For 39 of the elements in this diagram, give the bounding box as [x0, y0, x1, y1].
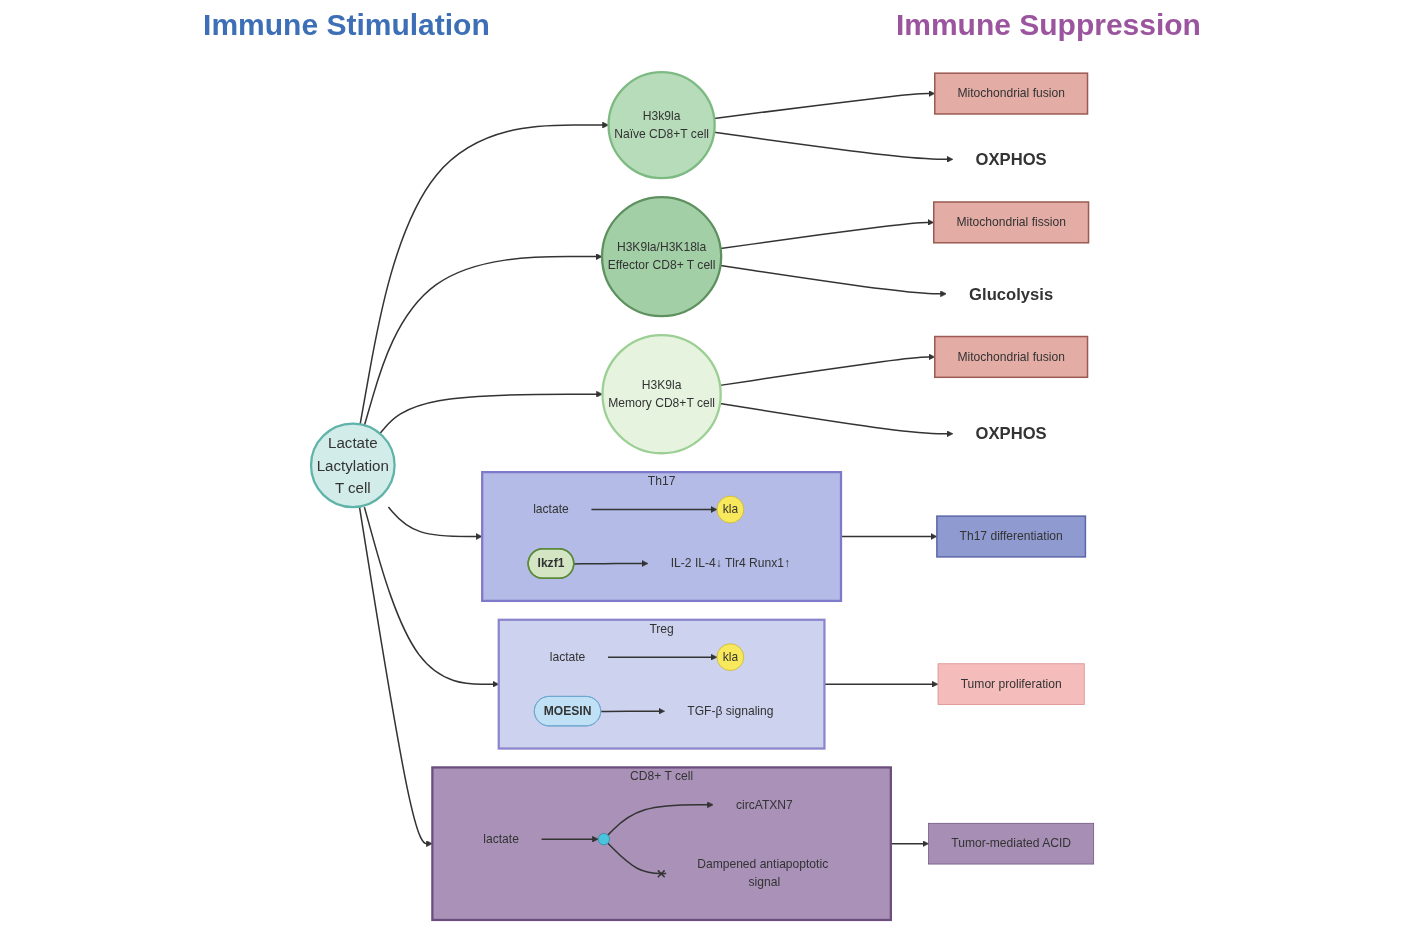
- node-box: Tumor-mediated ACID: [927, 822, 1094, 865]
- node-text: OXPHOS: [975, 424, 1047, 444]
- node-box: Mitochondrial fusion: [933, 72, 1088, 115]
- node-circle: kla: [716, 643, 744, 671]
- arrow: [573, 560, 648, 567]
- arrow: [606, 801, 714, 836]
- node-box: Mitochondrial fusion: [933, 335, 1088, 379]
- arrow: [540, 835, 599, 843]
- node-text: lactate: [549, 650, 585, 664]
- node-circle: H3k9la Naïve CD8+T cell: [607, 70, 716, 180]
- node-text: TGF-β signaling: [686, 704, 774, 718]
- arrow: [378, 390, 603, 435]
- node-text: OXPHOS: [975, 149, 1047, 169]
- node-box: Tumor proliferation: [937, 663, 1085, 705]
- arrow: [713, 131, 953, 163]
- node-text: Dampened antiapoptotic signal: [696, 857, 828, 889]
- connector: [606, 842, 667, 878]
- arrow: [599, 707, 665, 715]
- node-box: Mitochondrial fission: [932, 201, 1089, 244]
- node-circle: H3K9la Memory CD8+T cell: [601, 333, 722, 455]
- node-circle: kla: [716, 495, 744, 524]
- arrow: [363, 253, 602, 426]
- node-text: lactate: [482, 832, 519, 846]
- node-circle: [597, 833, 610, 846]
- node-box: Th17 differentiation: [935, 515, 1086, 558]
- section-heading: Immune Stimulation: [203, 8, 490, 42]
- arrow: [713, 90, 935, 120]
- node-text: IL-2 IL-4↓ Tlr4 Runx1↑: [670, 556, 790, 570]
- node-text: Glucolysis: [968, 284, 1053, 304]
- section-heading: Immune Suppression: [895, 8, 1201, 42]
- node-text: lactate: [532, 502, 569, 516]
- node-circle: H3K9la/H3K18la Effector CD8+ T cell: [600, 195, 722, 318]
- node-circle: Lactate Lactylation T cell: [309, 422, 396, 509]
- arrow: [363, 506, 499, 688]
- node-text: circATXN7: [735, 797, 793, 811]
- arrow: [719, 264, 947, 298]
- arrow: [590, 506, 717, 513]
- arrow: [606, 653, 717, 661]
- arrow: [359, 121, 609, 425]
